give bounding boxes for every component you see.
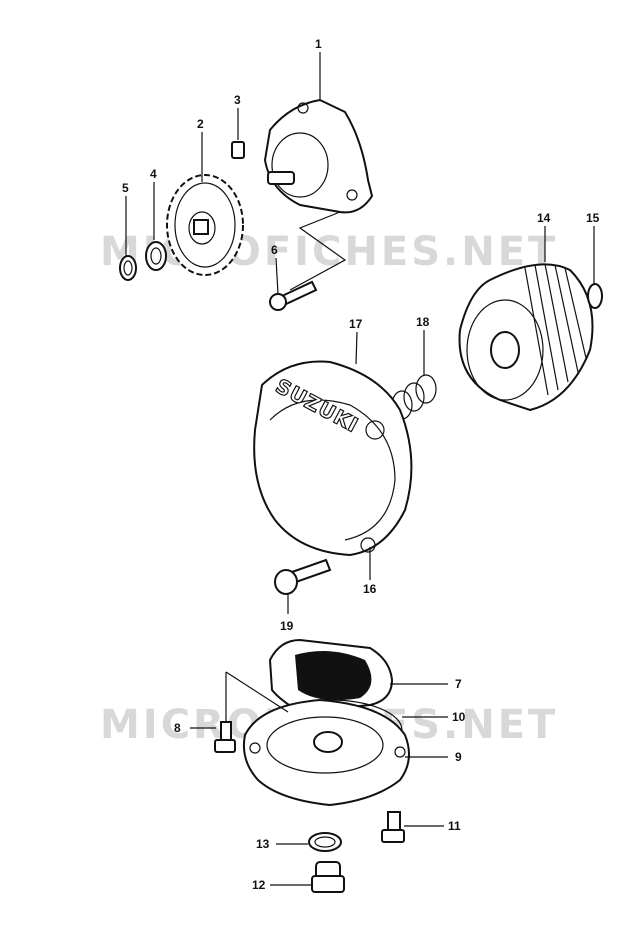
callout-1: 1	[315, 37, 322, 51]
drain-washer	[308, 832, 342, 852]
callouts: 1 2 3 4 5 6 7 8 9 10 11 12 13 14 15 16 1…	[122, 37, 600, 892]
callout-13: 13	[256, 837, 270, 851]
callout-14: 14	[537, 211, 551, 225]
oil-filter	[458, 263, 594, 412]
callout-8: 8	[174, 721, 181, 735]
callout-18: 18	[416, 315, 430, 329]
callout-2: 2	[197, 117, 204, 131]
callout-5: 5	[122, 181, 129, 195]
cap-bolt	[274, 558, 332, 595]
leader-lines	[125, 52, 595, 886]
callout-19: 19	[280, 619, 294, 633]
oil-pump-body	[263, 98, 374, 214]
oil-filter-cap: SUZUKI	[253, 360, 413, 557]
callout-6: 6	[271, 243, 278, 257]
callout-15: 15	[586, 211, 600, 225]
callout-16: 16	[363, 582, 377, 596]
callout-17: 17	[349, 317, 363, 331]
oil-pan	[242, 698, 410, 807]
pump-drive-gear	[166, 174, 244, 276]
pan-bolt-11	[381, 811, 405, 843]
circlip	[119, 255, 137, 281]
callout-9: 9	[455, 750, 462, 764]
callout-3: 3	[234, 93, 241, 107]
oil-pan-gasket	[268, 638, 394, 714]
callout-4: 4	[150, 167, 157, 181]
callout-12: 12	[252, 878, 266, 892]
pump-screw	[269, 280, 318, 311]
drain-plug	[311, 861, 345, 893]
washer	[145, 241, 167, 271]
callout-10: 10	[452, 710, 466, 724]
o-ring-15	[587, 283, 603, 309]
callout-11: 11	[448, 819, 461, 833]
callout-7: 7	[455, 677, 462, 691]
pump-pin	[231, 141, 245, 159]
